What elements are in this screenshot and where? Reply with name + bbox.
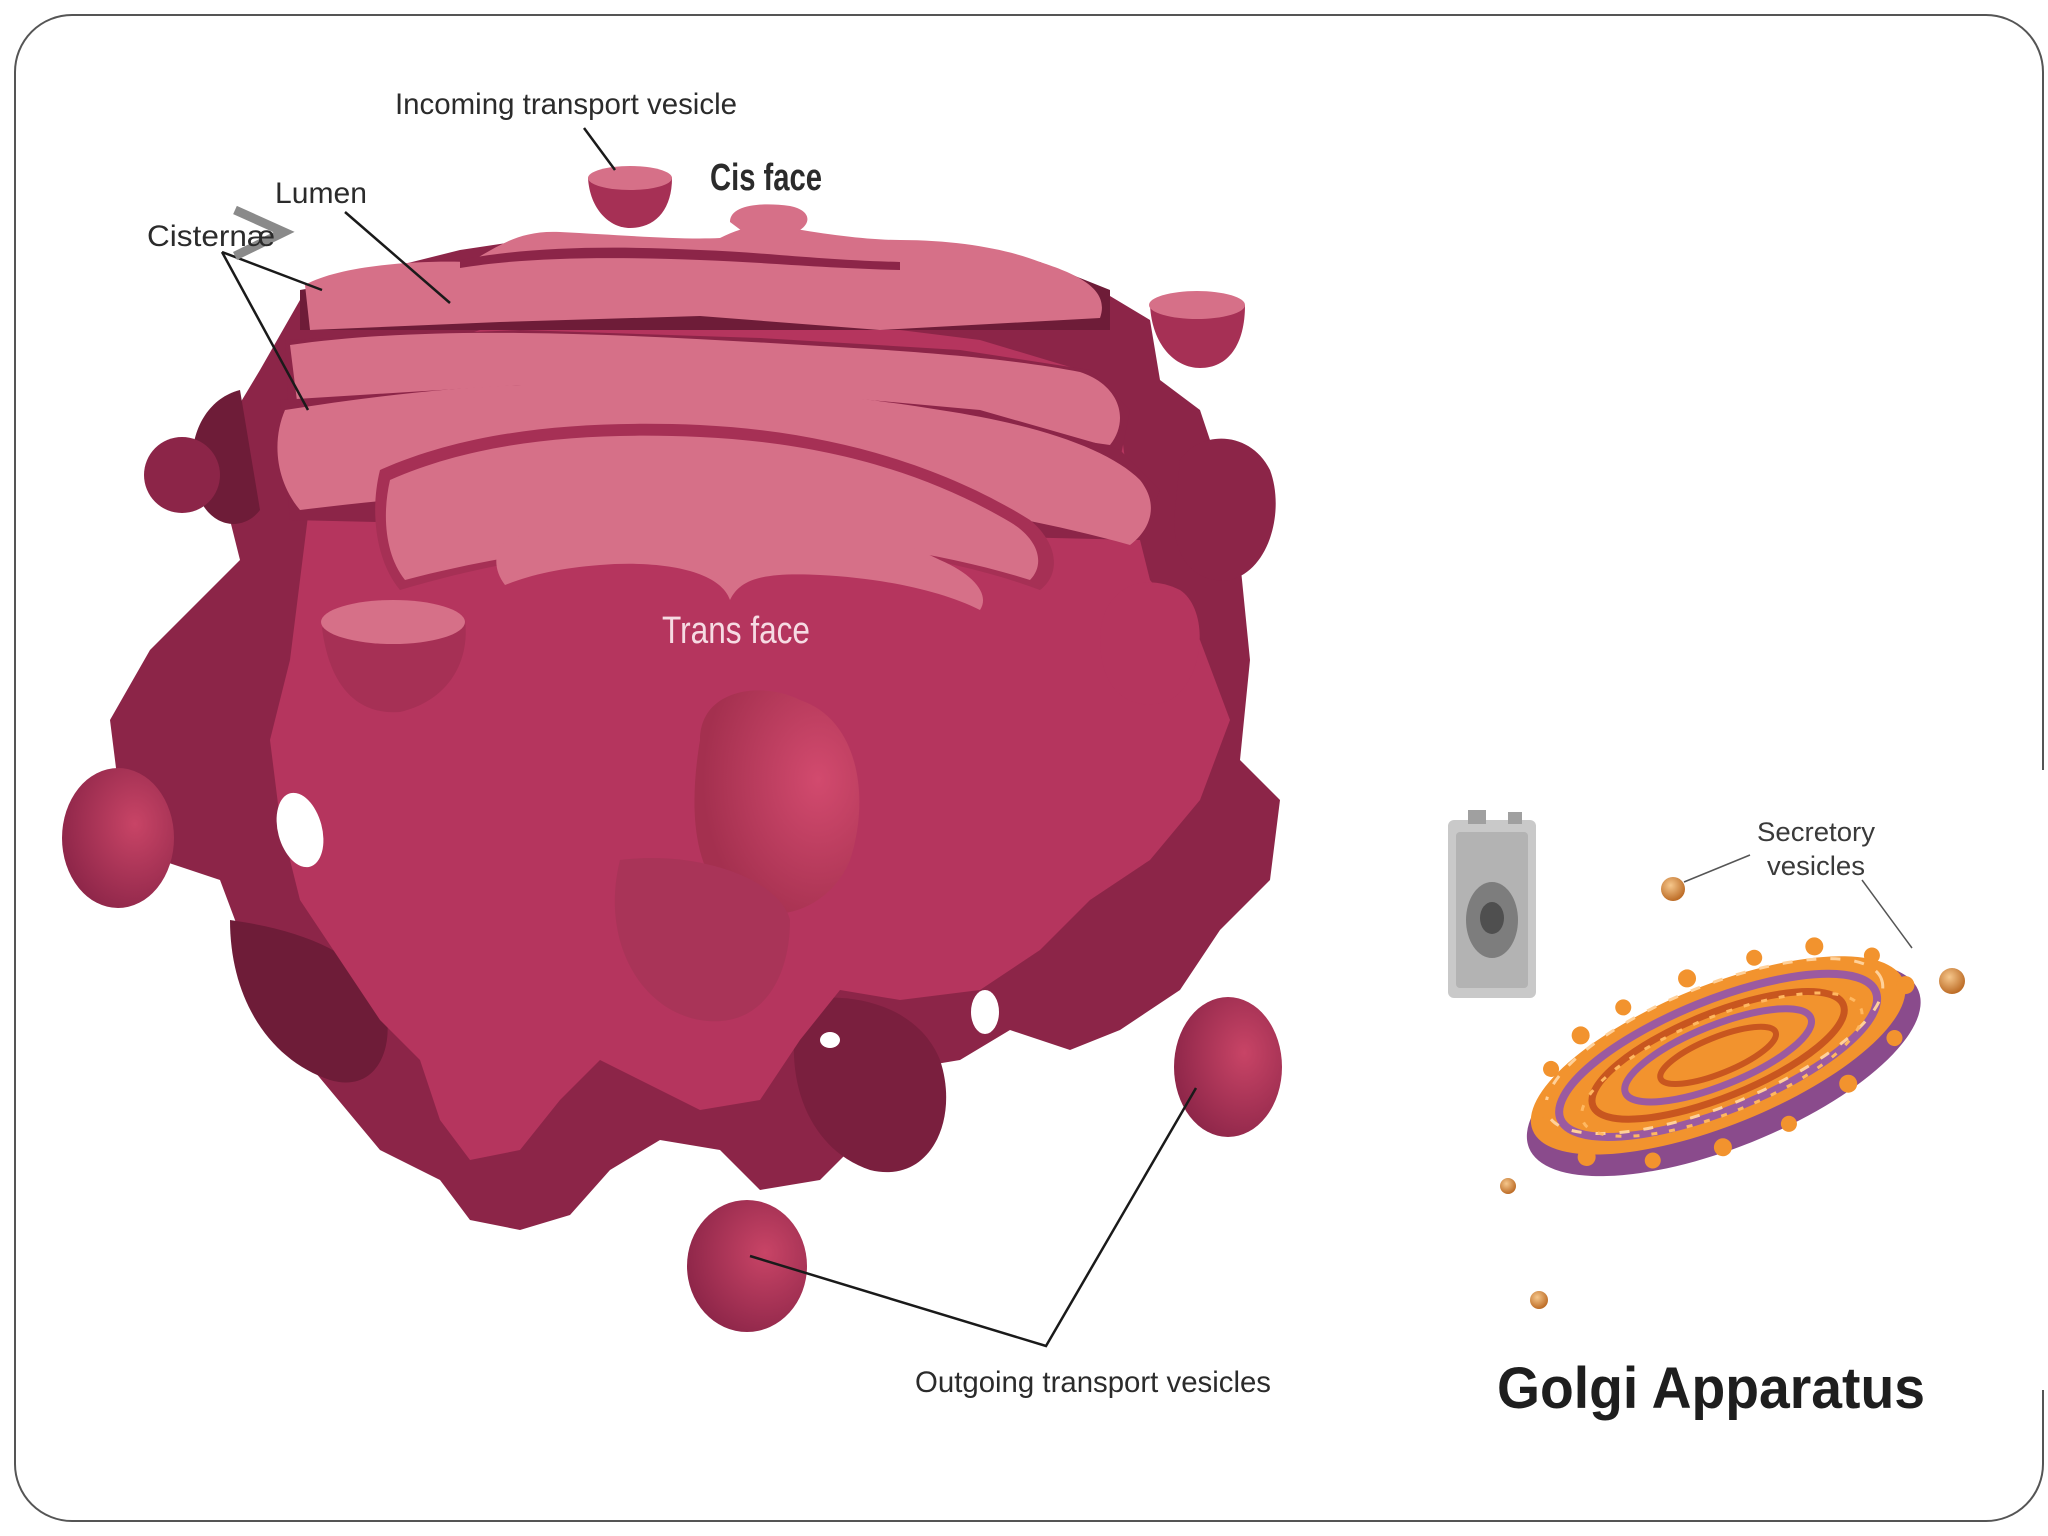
right-hemisphere-top [1149,291,1245,319]
vesicles [62,166,1282,1332]
golgi-right-lobe [1100,582,1200,705]
secretory-vesicle-2 [1939,968,1965,994]
right-hemisphere-vesicle [1150,305,1245,368]
secretory-vesicle-4 [1530,1291,1548,1309]
secretory-vesicle-1 [1661,877,1685,901]
cut-vesicle-left-top [321,600,465,644]
vesicle-left [62,768,174,908]
callout-line-2 [1861,879,1913,949]
line-cisternae-2 [220,251,310,411]
callout-line-1 [1683,854,1751,883]
incoming-vesicle-top [588,166,672,190]
chevron-right-icon [233,205,295,261]
leader-lines [220,127,1198,1348]
cisterna-1-lumen-line [460,247,900,270]
line-outgoing [749,1087,1198,1348]
secretory-vesicle-3 [1500,1178,1516,1194]
hole-mid [820,1032,840,1048]
golgi-apparatus-title: Golgi Apparatus [1497,1356,1925,1421]
label-cis-face: Cis face [710,157,822,199]
slide-frame [14,14,2044,1522]
vesicle-lower-right [1174,997,1282,1137]
incoming-vesicle-icon [588,178,672,228]
label-lumen: Lumen [275,177,367,210]
cell-thumbnail [1448,810,1536,998]
frame-gap [2036,770,2048,1390]
label-trans-face: Trans face [662,610,810,652]
line-lumen [344,211,451,304]
cisterna-5-top [496,508,984,610]
vesicle-upper-left [144,437,220,513]
label-secretory-line2: vesicles [1767,851,1865,881]
vesicle-right-upper [1174,438,1276,581]
golgi-photo-panel: Secretory vesicles Golgi Apparatus [1448,810,1965,1421]
hole-right [971,990,999,1034]
golgi-render [1526,937,1921,1177]
label-incoming-vesicle: Incoming transport vesicle [395,88,737,121]
diagram-labels: Incoming transport vesicle Cis face Lume… [147,88,1271,1399]
label-cisternae: Cisternæ [147,220,275,253]
golgi-stack [110,225,1280,1230]
golgi-center-lower [614,858,790,1022]
cisterna-1-top [305,225,1102,330]
label-outgoing-vesicles: Outgoing transport vesicles [915,1366,1271,1399]
golgi-center-blob [694,690,860,915]
label-secretory-line1: Secretory [1757,817,1876,847]
hole-left [276,792,324,868]
vesicle-bottom [687,1200,807,1332]
cis-vesicle-stem [730,204,808,252]
line-incoming [582,127,617,171]
